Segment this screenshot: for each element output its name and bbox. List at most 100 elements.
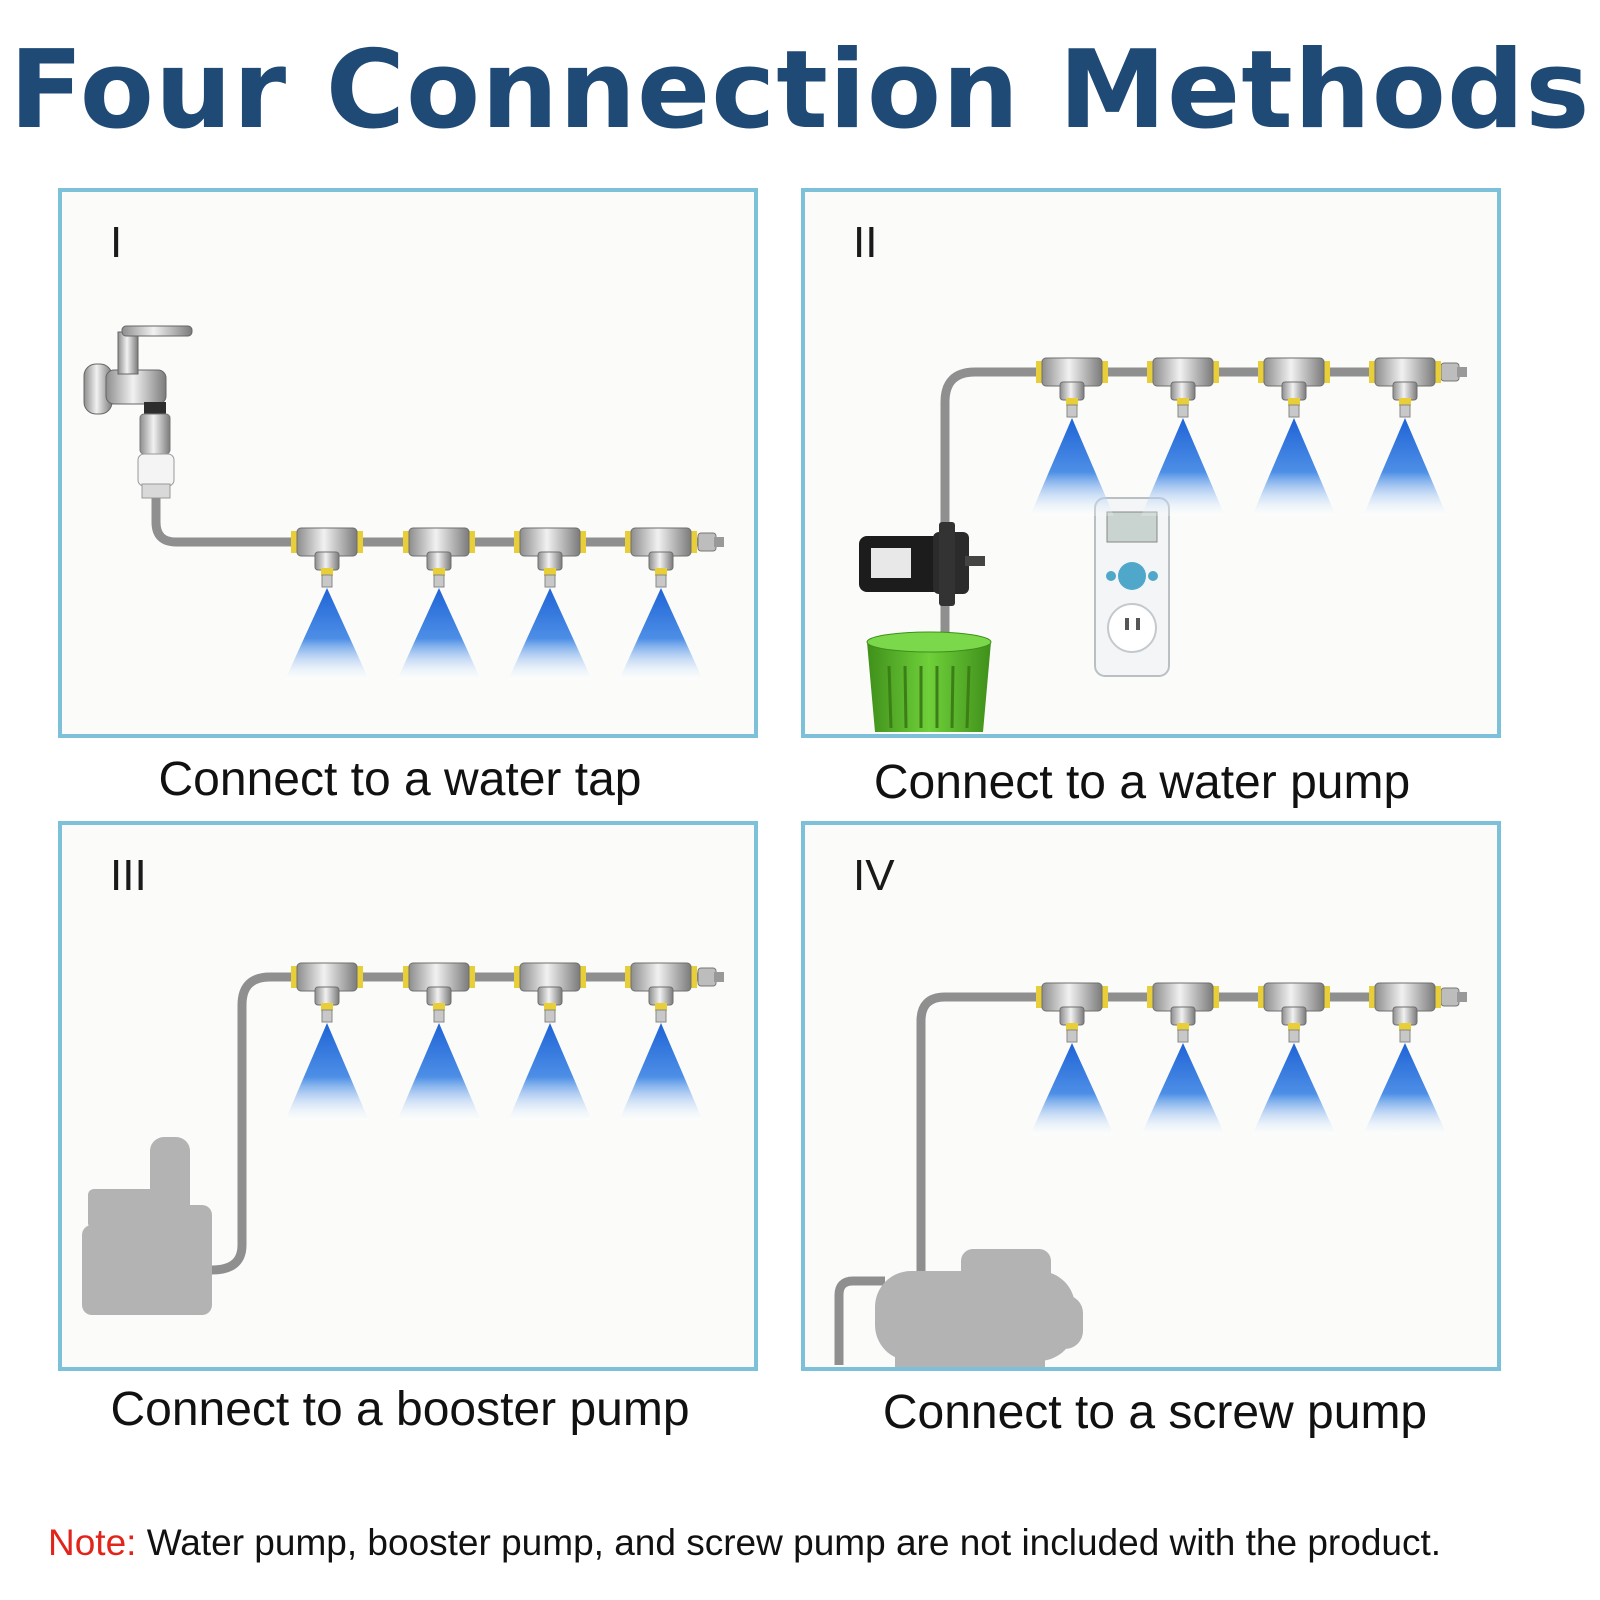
coupling-ring [1435, 986, 1441, 1008]
tee-outlet [648, 986, 674, 1006]
coupling-ring [580, 966, 586, 988]
mist-spray-cone [1363, 418, 1447, 516]
mist-nozzle [655, 574, 667, 588]
booster-pump-diagram [82, 962, 724, 1315]
pipe-end-plug [1457, 992, 1467, 1002]
mist-nozzle [1288, 404, 1300, 418]
nozzle-ring [321, 568, 333, 576]
coupling-ring [403, 531, 409, 553]
nozzle-ring [1177, 398, 1189, 406]
nozzle-ring [1288, 1023, 1300, 1031]
coupling-ring [291, 966, 297, 988]
caption-water-pump: Connect to a water pump [873, 756, 1411, 809]
tee-outlet [537, 551, 563, 571]
water-bucket-icon [866, 631, 992, 732]
coupling-ring [691, 531, 697, 553]
mist-spray-cone [1030, 418, 1114, 516]
mist-spray-cone [1252, 1043, 1336, 1135]
mist-spray-cone [397, 1023, 481, 1121]
tee-outlet [537, 986, 563, 1006]
coupling-ring [625, 531, 631, 553]
coupling-ring [514, 531, 520, 553]
supply-pipe [916, 992, 1455, 1275]
coupling-ring [357, 531, 363, 553]
pipe-end-plug [714, 972, 724, 982]
coupling-ring [1258, 361, 1264, 383]
coupling-ring [514, 966, 520, 988]
mist-nozzle [321, 574, 333, 588]
coupling-ring [469, 531, 475, 553]
coupling-ring [580, 531, 586, 553]
nozzle-ring [433, 1003, 445, 1011]
coupling-ring [1324, 361, 1330, 383]
tee-outlet [1059, 381, 1085, 401]
coupling-ring [1102, 986, 1108, 1008]
booster-pump-icon [82, 1137, 212, 1315]
panel-numeral: III [110, 851, 147, 900]
tee-outlet [1170, 1006, 1196, 1026]
footnote: Note: Water pump, booster pump, and scre… [48, 1522, 1441, 1564]
mist-nozzle [1177, 1029, 1189, 1043]
mist-spray-cone [1030, 1043, 1114, 1135]
pipe-end-plug [1457, 367, 1467, 377]
diaphragm-pump-icon [859, 522, 985, 606]
coupling-ring [625, 966, 631, 988]
coupling-ring [691, 966, 697, 988]
tee-outlet [1281, 1006, 1307, 1026]
coupling-ring [1213, 361, 1219, 383]
panel-booster-pump: III [58, 821, 758, 1371]
supply-pipe [940, 367, 1455, 672]
mist-nozzle [1066, 404, 1078, 418]
note-label: Note: [48, 1522, 137, 1563]
mist-spray-cone [1252, 418, 1336, 516]
coupling-ring [357, 966, 363, 988]
supply-pipe [151, 498, 712, 547]
page-title: Four Connection Methods [9, 28, 1591, 153]
coupling-ring [1369, 986, 1375, 1008]
panel-water-tap: I [58, 188, 758, 738]
mist-nozzle [1066, 1029, 1078, 1043]
pipe-end-cap [1440, 362, 1460, 382]
mist-nozzle [544, 574, 556, 588]
note-text: Water pump, booster pump, and screw pump… [136, 1522, 1442, 1563]
nozzle-ring [321, 1003, 333, 1011]
panel-numeral: IV [853, 851, 895, 900]
tee-outlet [1170, 381, 1196, 401]
tee-outlet [1392, 1006, 1418, 1026]
coupling-ring [1435, 361, 1441, 383]
mist-nozzle [433, 1009, 445, 1023]
tee-outlet [426, 986, 452, 1006]
pipe-end-cap [697, 532, 717, 552]
water-tap-diagram [83, 325, 724, 680]
nozzle-ring [1399, 398, 1411, 406]
coupling-ring [403, 966, 409, 988]
nozzle-ring [544, 1003, 556, 1011]
mist-spray-cone [508, 1023, 592, 1121]
mist-spray-cone [619, 588, 703, 680]
mist-spray-cone [619, 1023, 703, 1121]
screw-pump-icon [875, 1249, 1083, 1367]
coupling-ring [1102, 361, 1108, 383]
coupling-ring [1324, 986, 1330, 1008]
mist-nozzle [655, 1009, 667, 1023]
mist-spray-cone [285, 588, 369, 680]
inlet-pipe [834, 1276, 885, 1365]
caption-screw-pump: Connect to a screw pump [882, 1386, 1428, 1439]
pipe-end-cap [697, 967, 717, 987]
mist-nozzle [1399, 1029, 1411, 1043]
pipe-end-plug [714, 537, 724, 547]
coupling-ring [1036, 986, 1042, 1008]
nozzle-ring [544, 568, 556, 576]
tee-outlet [1392, 381, 1418, 401]
water-tap-icon [83, 325, 193, 499]
mist-spray-cone [1141, 418, 1225, 516]
nozzle-ring [1066, 398, 1078, 406]
nozzle-ring [433, 568, 445, 576]
coupling-ring [1258, 986, 1264, 1008]
coupling-ring [1369, 361, 1375, 383]
tee-outlet [314, 551, 340, 571]
nozzle-ring [1399, 1023, 1411, 1031]
nozzle-ring [655, 1003, 667, 1011]
mist-spray-cone [1363, 1043, 1447, 1135]
pipe-end-cap [1440, 987, 1460, 1007]
